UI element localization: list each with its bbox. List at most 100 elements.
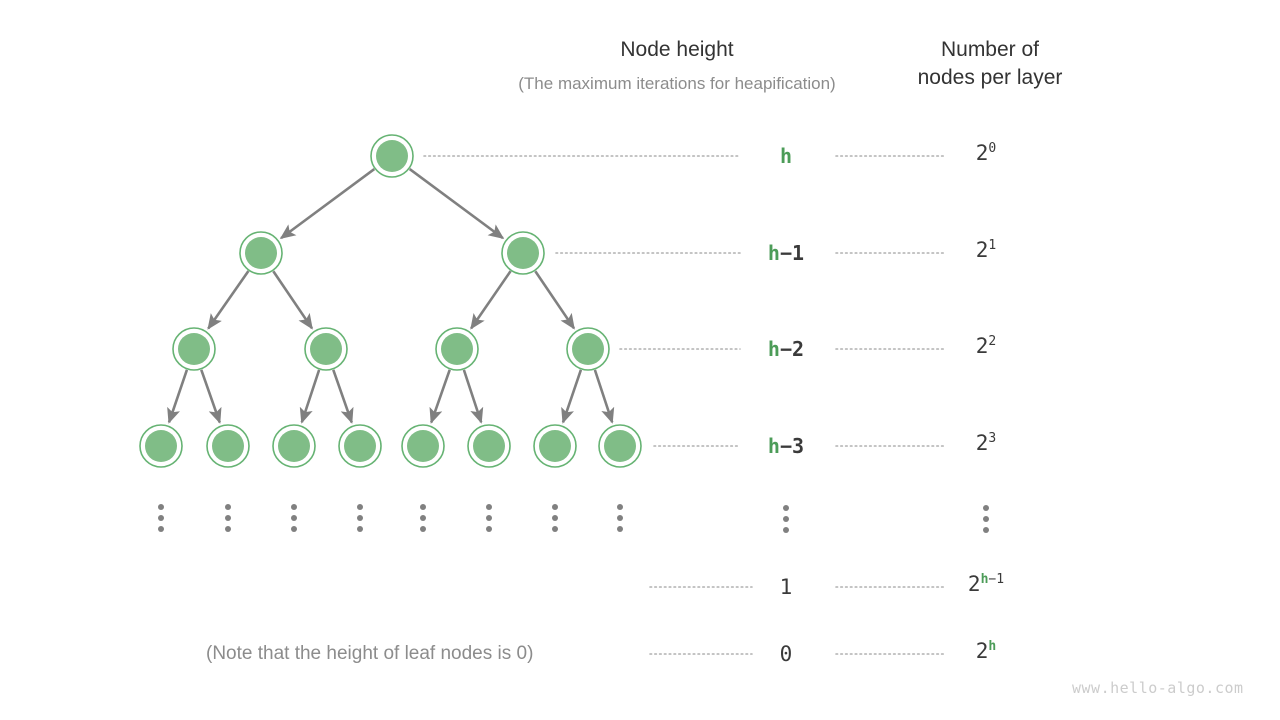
node-fill	[507, 237, 539, 269]
ellipsis-dot	[225, 526, 231, 532]
tree-edge	[534, 270, 576, 330]
height-column-ellipsis	[783, 505, 789, 533]
height-label-last: 0	[779, 642, 793, 666]
node-count-level-2: 22	[926, 334, 1046, 358]
tree-node	[598, 424, 642, 468]
node-fill	[212, 430, 244, 462]
ellipsis-dot	[552, 504, 558, 510]
tree-node	[338, 424, 382, 468]
node-count-level-1: 21	[926, 238, 1046, 262]
ellipsis-dot	[617, 515, 623, 521]
ellipsis-dot	[420, 504, 426, 510]
ellipsis-dot	[486, 526, 492, 532]
count-exp-1: 1	[988, 238, 997, 253]
tree-node	[501, 231, 545, 275]
height-label-level-2: h−2	[726, 337, 846, 361]
tree-edge	[279, 168, 376, 240]
ellipsis-dot	[158, 504, 164, 510]
ellipsis-dot	[983, 516, 989, 522]
node-fill	[278, 430, 310, 462]
ellipsis-dot	[357, 526, 363, 532]
count-exp-2: 2	[988, 334, 997, 349]
height-accent-3: h	[767, 434, 780, 458]
ellipsis-dot	[225, 515, 231, 521]
tree-node	[533, 424, 577, 468]
count-base-0: 2	[975, 141, 989, 165]
tree-node	[206, 424, 250, 468]
tree-node	[304, 327, 348, 371]
tree-node	[272, 424, 316, 468]
node-height-subheader: (The maximum iterations for heapificatio…	[518, 74, 836, 93]
nodes-per-layer-header-line2: nodes per layer	[917, 66, 1063, 89]
ellipsis-dot	[291, 504, 297, 510]
count-exp-accent-5: h	[980, 572, 989, 587]
count-exp-accent-6: h	[988, 639, 997, 654]
ellipsis-dot	[783, 516, 789, 522]
tree-nodes	[139, 134, 642, 532]
tree-edge	[299, 369, 321, 424]
node-height-header: Node height	[620, 38, 734, 61]
node-fill	[178, 333, 210, 365]
tree-node	[566, 327, 610, 371]
height-suffix-2: −2	[779, 337, 805, 361]
ellipsis-dot	[158, 526, 164, 532]
node-fill	[473, 430, 505, 462]
node-fill	[145, 430, 177, 462]
tree-node	[435, 327, 479, 371]
ellipsis-dot	[486, 504, 492, 510]
ellipsis-dot	[783, 527, 789, 533]
node-count-last: 2h	[926, 639, 1046, 663]
tree-edge	[332, 369, 354, 424]
count-exp-0: 0	[988, 141, 997, 156]
ellipsis-dot	[158, 515, 164, 521]
height-suffix-1: −1	[779, 241, 805, 265]
count-exp-3: 3	[988, 431, 997, 446]
count-base-1: 2	[975, 238, 989, 262]
tree-edge	[593, 369, 615, 424]
node-fill	[572, 333, 604, 365]
site-watermark: www.hello-algo.com	[1072, 679, 1244, 697]
tree-node	[239, 231, 283, 275]
node-fill	[344, 430, 376, 462]
ellipsis-dot	[420, 526, 426, 532]
node-count-level-3: 23	[926, 431, 1046, 455]
tree-edge	[207, 270, 250, 330]
tree-edge	[429, 369, 451, 424]
tree-edge	[470, 270, 512, 330]
node-count-level-0: 20	[926, 141, 1046, 165]
ellipsis-dot	[291, 515, 297, 521]
tree-node	[172, 327, 216, 371]
ellipsis-dot	[420, 515, 426, 521]
node-fill	[310, 333, 342, 365]
tree-edge	[167, 369, 189, 424]
leader-lines	[423, 155, 945, 655]
count-base-5: 2	[967, 572, 981, 596]
count-base-3: 2	[975, 431, 989, 455]
count-column-ellipsis	[983, 505, 989, 533]
ellipsis-dot	[783, 505, 789, 511]
ellipsis-dot	[552, 515, 558, 521]
tree-edge	[272, 270, 314, 330]
node-fill	[245, 237, 277, 269]
ellipsis-dot	[291, 526, 297, 532]
tree-edge	[200, 369, 222, 424]
tree-node	[370, 134, 414, 178]
height-label-level-3: h−3	[726, 434, 846, 458]
node-fill	[604, 430, 636, 462]
count-base-6: 2	[975, 639, 989, 663]
node-fill	[376, 140, 408, 172]
tree-node	[467, 424, 511, 468]
leaf-height-note: (Note that the height of leaf nodes is 0…	[206, 643, 534, 664]
node-fill	[441, 333, 473, 365]
nodes-per-layer-header-line1: Number of	[940, 38, 1040, 61]
node-fill	[407, 430, 439, 462]
ellipsis-dot	[225, 504, 231, 510]
node-fill	[539, 430, 571, 462]
ellipsis-dot	[357, 504, 363, 510]
height-label-level-0: h	[726, 144, 846, 168]
count-base-2: 2	[975, 334, 989, 358]
height-label-second-last: 1	[779, 575, 793, 599]
node-count-second-last: 2h−1	[926, 572, 1046, 596]
